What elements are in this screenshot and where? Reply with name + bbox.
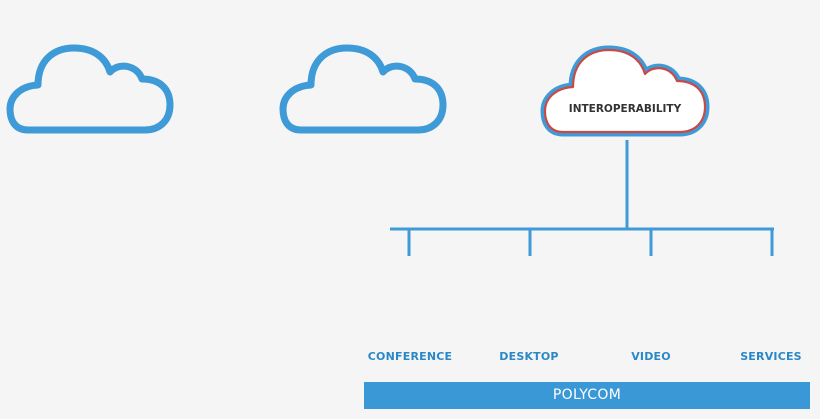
category-conference: CONFERENCE: [367, 350, 453, 363]
category-desktop: DESKTOP: [499, 350, 559, 363]
connector-tree: [390, 140, 774, 256]
platform-bar: POLYCOM: [364, 382, 810, 409]
category-services: SERVICES: [740, 350, 802, 363]
cloud-icon: [10, 48, 170, 130]
category-video: VIDEO: [631, 350, 671, 363]
cloud-icon: [283, 48, 443, 130]
interoperability-label: INTEROPERABILITY: [569, 103, 682, 115]
interoperability-cloud-icon: INTEROPERABILITY: [545, 50, 705, 132]
